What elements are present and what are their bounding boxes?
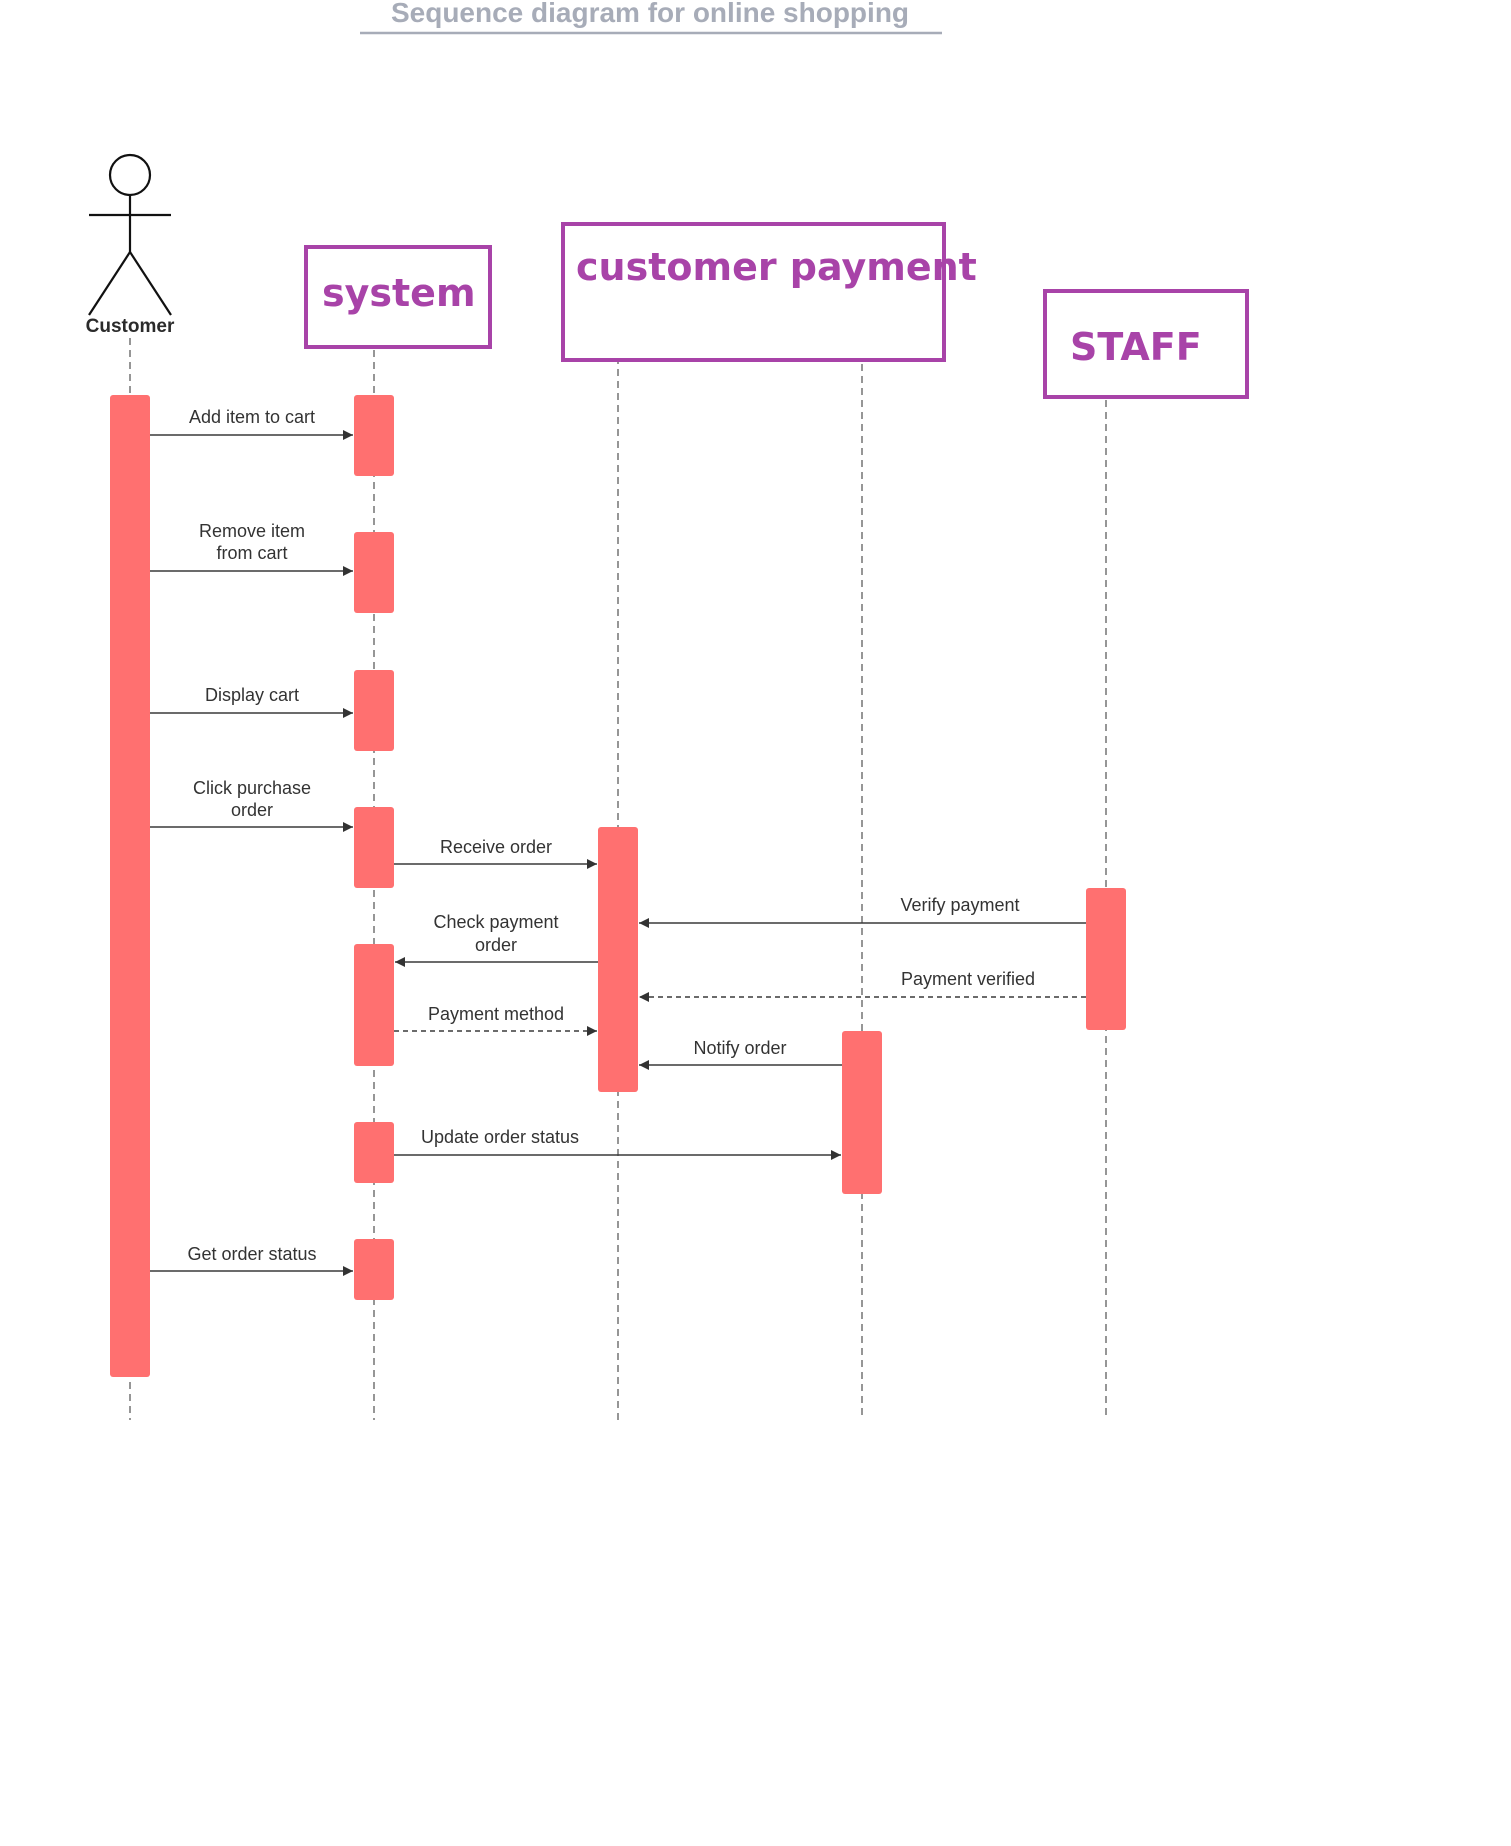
diagram-title: Sequence diagram for online shopping xyxy=(391,0,909,28)
message-label-line2: order xyxy=(231,800,273,820)
message-display-cart: Display cart xyxy=(150,685,353,718)
system-activation-4 xyxy=(354,807,394,888)
payment-label: customer payment xyxy=(576,245,977,289)
participant-system: system xyxy=(304,245,492,349)
message-label-line1: Click purchase xyxy=(193,778,311,798)
participant-staff: STAFF xyxy=(1043,289,1249,399)
participant-customer-payment: customer payment xyxy=(561,222,977,362)
stick-figure-icon xyxy=(88,153,172,316)
message-label-line2: order xyxy=(475,935,517,955)
staff-activation xyxy=(1086,888,1126,1030)
message-label: Verify payment xyxy=(900,895,1019,915)
customer-label: Customer xyxy=(86,316,175,337)
system-box xyxy=(304,245,492,349)
message-label: Notify order xyxy=(693,1038,786,1058)
payment-box xyxy=(561,222,946,362)
message-payment-method: Payment method xyxy=(394,1004,597,1036)
message-payment-verified: Payment verified xyxy=(639,969,1086,1002)
message-label-line1: Remove item xyxy=(199,521,305,541)
message-click-purchase: Click purchase order xyxy=(150,778,353,832)
message-label-line1: Check payment xyxy=(433,912,558,932)
message-label: Update order status xyxy=(421,1127,579,1147)
system-activation-1 xyxy=(354,395,394,476)
message-add-item: Add item to cart xyxy=(150,407,353,440)
message-label-line2: from cart xyxy=(216,543,287,563)
system-activation-3 xyxy=(354,670,394,751)
message-notify-order: Notify order xyxy=(639,1038,842,1070)
message-label: Display cart xyxy=(205,685,299,705)
notify-activation xyxy=(842,1031,882,1194)
message-label: Get order status xyxy=(187,1244,316,1264)
system-label: system xyxy=(322,271,476,315)
system-activation-2 xyxy=(354,532,394,613)
customer-activation xyxy=(110,395,150,1377)
message-receive-order: Receive order xyxy=(394,837,597,869)
message-check-payment: Check payment order xyxy=(395,912,598,967)
system-activation-7 xyxy=(354,1239,394,1300)
system-activation-6 xyxy=(354,1122,394,1183)
staff-box xyxy=(1043,289,1249,399)
message-label: Payment method xyxy=(428,1004,564,1024)
system-activation-5 xyxy=(354,944,394,1066)
message-label: Payment verified xyxy=(901,969,1035,989)
message-label: Add item to cart xyxy=(189,407,315,427)
message-label: Receive order xyxy=(440,837,552,857)
message-remove-item: Remove item from cart xyxy=(150,521,353,576)
staff-label: STAFF xyxy=(1070,325,1202,369)
payment-activation xyxy=(598,827,638,1092)
message-verify-payment: Verify payment xyxy=(639,895,1086,928)
customer-actor: Customer xyxy=(86,153,175,337)
message-get-order-status: Get order status xyxy=(150,1244,353,1276)
message-update-order-status: Update order status xyxy=(394,1127,841,1160)
